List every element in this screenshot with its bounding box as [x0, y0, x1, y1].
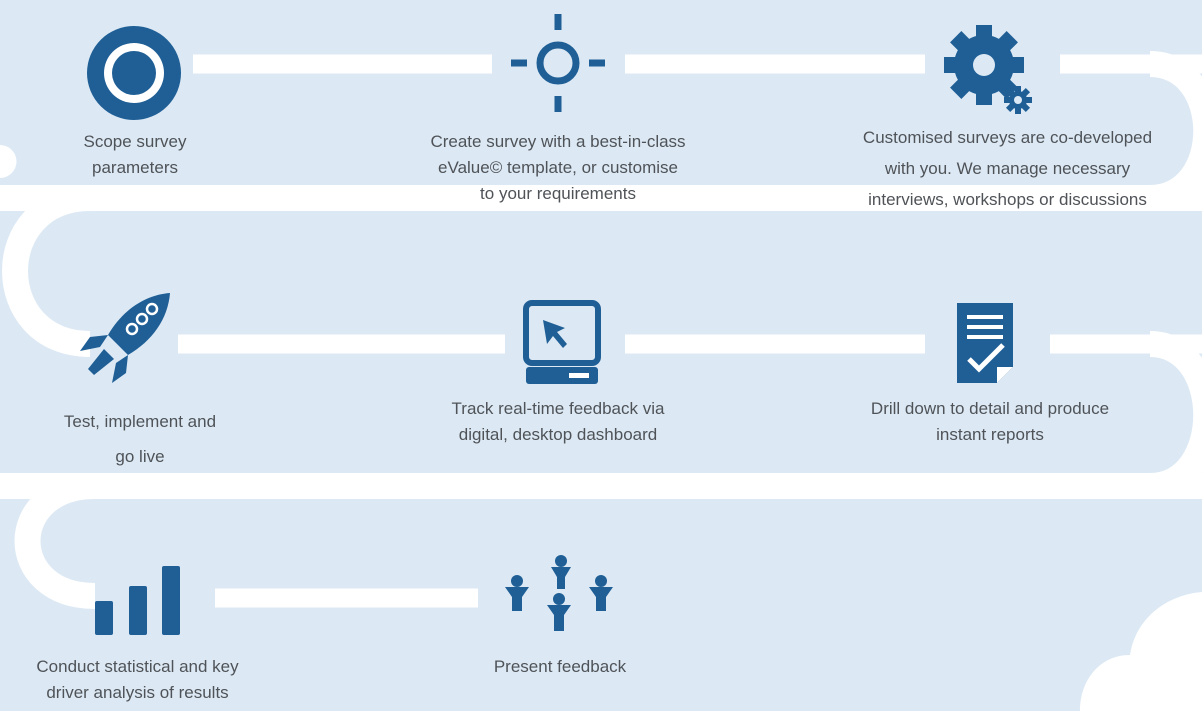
report-icon	[957, 303, 1013, 383]
gears-icon	[944, 25, 1032, 114]
computer-icon	[523, 300, 601, 384]
road-curve-left-1	[2, 185, 91, 357]
rocket-icon	[80, 293, 170, 383]
step-8-label: Present feedback	[493, 657, 627, 676]
road-end-cap	[0, 145, 17, 178]
road-curve-left-2	[14, 473, 96, 609]
people-group-icon	[505, 555, 613, 631]
bar-chart-icon	[95, 566, 180, 635]
target-icon	[87, 26, 181, 120]
cloud-shape	[1080, 592, 1202, 711]
crosshair-icon	[511, 14, 605, 112]
